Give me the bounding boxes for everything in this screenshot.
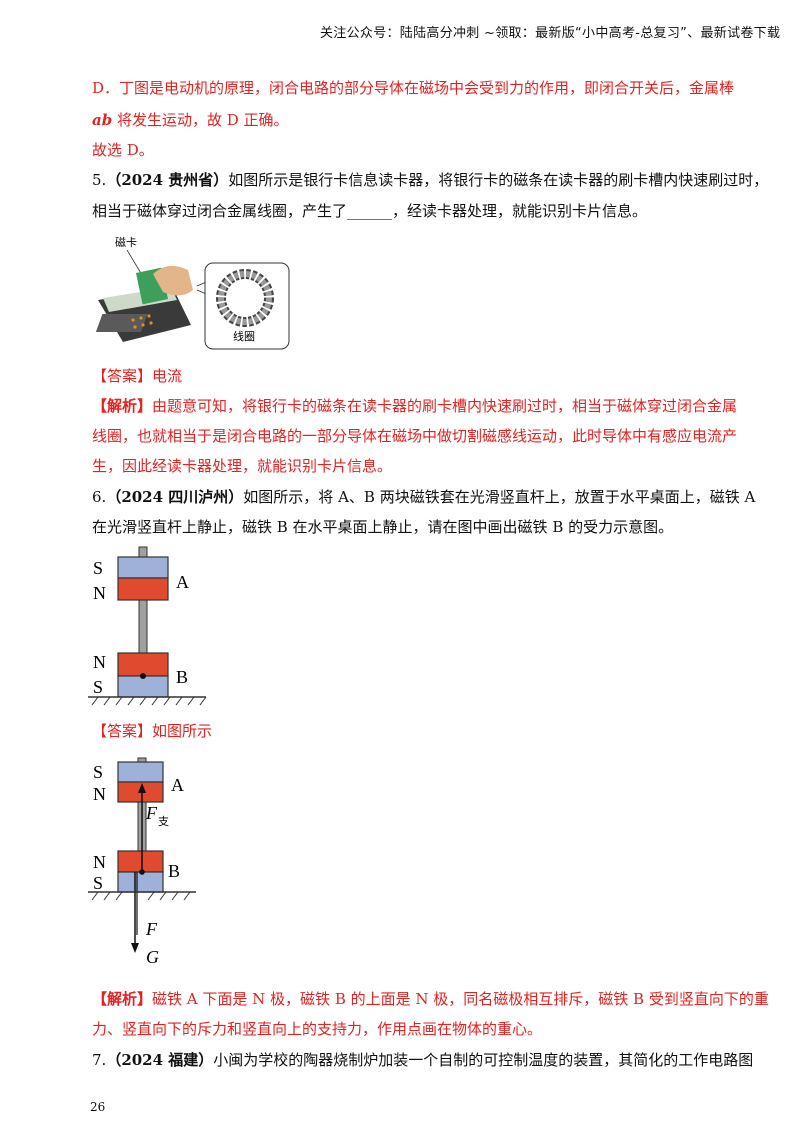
svg-text:支: 支 — [158, 815, 169, 828]
svg-text:N: N — [93, 652, 106, 672]
q5-line2: 相当于磁体穿过闭合金属线圈，产生了______，经读卡器处理，就能识别卡片信息。 — [92, 202, 648, 220]
choose-answer: 故选 D。 — [92, 141, 154, 159]
svg-text:S: S — [93, 873, 103, 893]
page-number: 26 — [90, 1100, 106, 1114]
support-force-label: F — [145, 803, 158, 823]
q7-line1: 7.（2024 福建）小闽为学校的陶器烧制炉加装一个自制的可控制温度的装置，其简… — [92, 1051, 754, 1069]
svg-text:N: N — [93, 583, 106, 603]
q5-line1: 5.（2024 贵州省）如图所示是银行卡信息读卡器，将银行卡的磁条在读卡器的刷卡… — [92, 171, 769, 189]
svg-text:S: S — [93, 677, 103, 697]
q5-analysis-l3: 生，因此经读卡器处理，就能识别卡片信息。 — [92, 457, 393, 475]
card-reader-figure: 磁卡 线圈 — [93, 230, 293, 350]
q6-analysis-l2: 力、竖直向下的斥力和竖直向上的支持力，作用点画在物体的重心。 — [92, 1020, 543, 1038]
gravity-label: G — [146, 947, 159, 967]
coil-label: 线圈 — [233, 329, 255, 343]
q5-analysis-l2: 线圈，也就相当于是闭合电路的一部分导体在磁场中做切割磁感线运动，此时导体中有感应… — [92, 427, 738, 445]
card-label: 磁卡 — [115, 236, 137, 249]
svg-text:B: B — [176, 667, 188, 687]
q6-analysis-l1: 【解析】磁铁 A 下面是 N 极，磁铁 B 的上面是 N 极，同名磁极相互排斥，… — [92, 990, 769, 1008]
option-d-line1: D．丁图是电动机的原理，闭合电路的部分导体在磁场中会受到力的作用，即闭合开关后，… — [92, 79, 735, 97]
q6-line2: 在光滑竖直杆上静止，磁铁 B 在水平桌面上静止，请在图中画出磁铁 B 的受力示意… — [92, 518, 674, 536]
q6-answer: 【答案】如图所示 — [92, 722, 213, 740]
repel-force-label: F — [145, 919, 158, 939]
magnet-figure: S N A N S B — [88, 543, 218, 713]
coil-icon — [216, 269, 274, 327]
svg-text:A: A — [171, 775, 184, 795]
q5-answer: 【答案】电流 — [92, 367, 183, 385]
svg-text:N: N — [93, 784, 106, 804]
q5-analysis-l1: 【解析】由题意可知，将银行卡的磁条在读卡器的刷卡槽内快速刷过时，相当于磁体穿过闭… — [92, 397, 738, 415]
svg-text:B: B — [168, 861, 180, 881]
q6-line1: 6.（2024 四川泸州）如图所示，将 A、B 两块磁铁套在光滑竖直杆上，放置于… — [92, 488, 756, 506]
svg-text:A: A — [176, 572, 189, 592]
option-d-line2: ab 将发生运动，故 D 正确。 — [92, 111, 289, 129]
svg-text:S: S — [93, 762, 103, 782]
page-header: 关注公众号：陆陆高分冲刺 ~领取：最新版“小中高考-总复习”、最新试卷下载 — [320, 26, 781, 41]
force-diagram: S N A N S B F 支 F G — [88, 755, 218, 970]
svg-text:N: N — [93, 852, 106, 872]
svg-text:S: S — [93, 558, 103, 578]
